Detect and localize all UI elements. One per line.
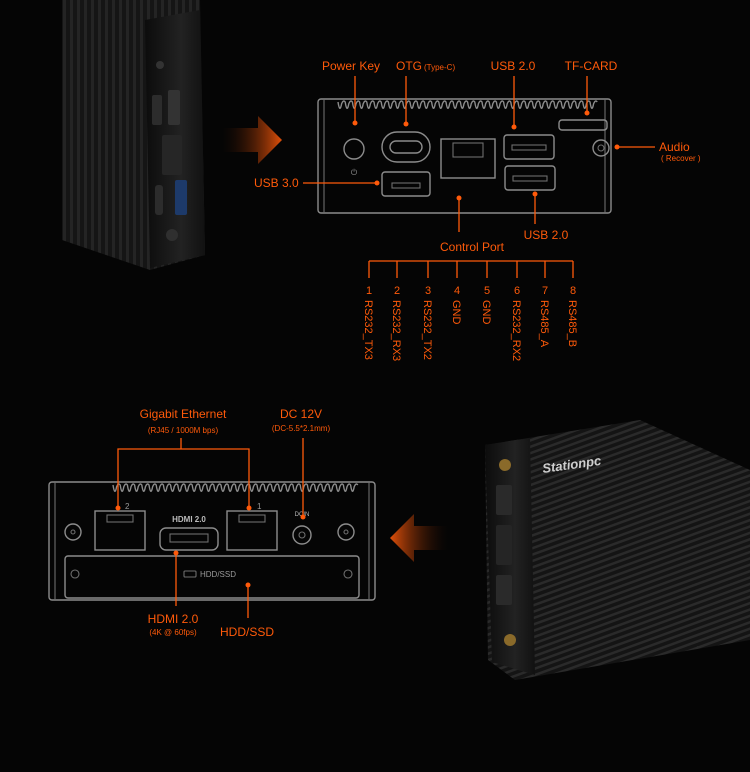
control-port-label: Control Port: [440, 240, 505, 254]
device-photo-rear: [62, 0, 205, 270]
dc-label: DC 12V: [280, 407, 322, 421]
lan2-label: 2: [125, 502, 130, 511]
pin-number: 7: [542, 285, 548, 297]
pin-label: RS232_TX3: [362, 300, 374, 360]
lan1-port: [226, 510, 278, 551]
front-callouts: Gigabit Ethernet (RJ45 / 1000M bps) DC 1…: [115, 407, 331, 639]
pin-label: RS232_TX2: [421, 300, 433, 360]
pin-label: RS485_A: [538, 300, 550, 348]
pin-label: RS232_RX3: [390, 300, 402, 361]
control-port-jack: [440, 138, 496, 179]
ethernet-label: Gigabit Ethernet: [140, 407, 227, 421]
usb30-port: [381, 171, 431, 197]
lan1-label: 1: [257, 502, 262, 511]
antenna-right: [337, 523, 355, 541]
pin-number: 1: [366, 285, 372, 297]
usb30-label: USB 3.0: [254, 176, 299, 190]
power-icon: ⏻: [351, 168, 358, 177]
hdmi-label: HDMI 2.0: [148, 612, 199, 626]
usb20-top-port: [503, 134, 555, 160]
front-panel-drawing: 2 HDMI 2.0 1 DCIN HDD/SSD: [48, 481, 376, 601]
bay-label: HDD/SSD: [200, 570, 236, 579]
tf-card-slot: [558, 119, 608, 131]
pin-number: 6: [514, 285, 520, 297]
drive-icon: [183, 570, 197, 578]
rear-panel-drawing: ⏻: [317, 98, 612, 214]
usb20-bottom-port: [504, 165, 556, 191]
arrow-left-icon: [390, 514, 448, 562]
otg-port: [381, 131, 431, 163]
pin-label: GND: [480, 300, 492, 325]
tf-card-label: TF-CARD: [565, 59, 618, 73]
pin-number: 5: [484, 285, 490, 297]
antenna-left: [64, 523, 82, 541]
hdmi-port: [159, 527, 219, 551]
pin-label: RS232_RX2: [510, 300, 522, 361]
power-button: [343, 138, 365, 160]
usb-port-photo: [168, 90, 180, 125]
usb20-bottom-label: USB 2.0: [524, 228, 569, 242]
pin-number: 4: [454, 285, 460, 297]
arrow-right-icon: [222, 116, 282, 164]
rear-callouts: Power Key OTG (Type-C) USB 2.0 TF-CARD A…: [254, 59, 701, 361]
dc-sub-label: (DC-5.5*2.1mm): [272, 424, 331, 433]
dc-jack: [292, 525, 312, 545]
hdmi-port-label: HDMI 2.0: [172, 515, 206, 524]
device-photo-front: Stationpc: [485, 420, 750, 680]
pin-number: 3: [425, 285, 431, 297]
otg-label: OTG: [396, 59, 422, 73]
audio-label: Audio: [659, 140, 690, 154]
hdd-label: HDD/SSD: [220, 625, 274, 639]
audio-jack: [592, 139, 610, 157]
usb20-top-label: USB 2.0: [491, 59, 536, 73]
pin-label: RS485_B: [566, 300, 578, 347]
hdd-bay: [64, 555, 360, 599]
hdmi-sub-label: (4K @ 60fps): [149, 628, 197, 637]
pin-number: 2: [394, 285, 400, 297]
otg-sub-label: (Type-C): [424, 63, 455, 72]
pin-number: 8: [570, 285, 576, 297]
power-key-label: Power Key: [322, 59, 380, 73]
lan2-port: [94, 510, 146, 551]
pin-label: GND: [450, 300, 462, 325]
ethernet-sub-label: (RJ45 / 1000M bps): [148, 426, 219, 435]
audio-sub-label: ( Recover ): [661, 154, 701, 163]
